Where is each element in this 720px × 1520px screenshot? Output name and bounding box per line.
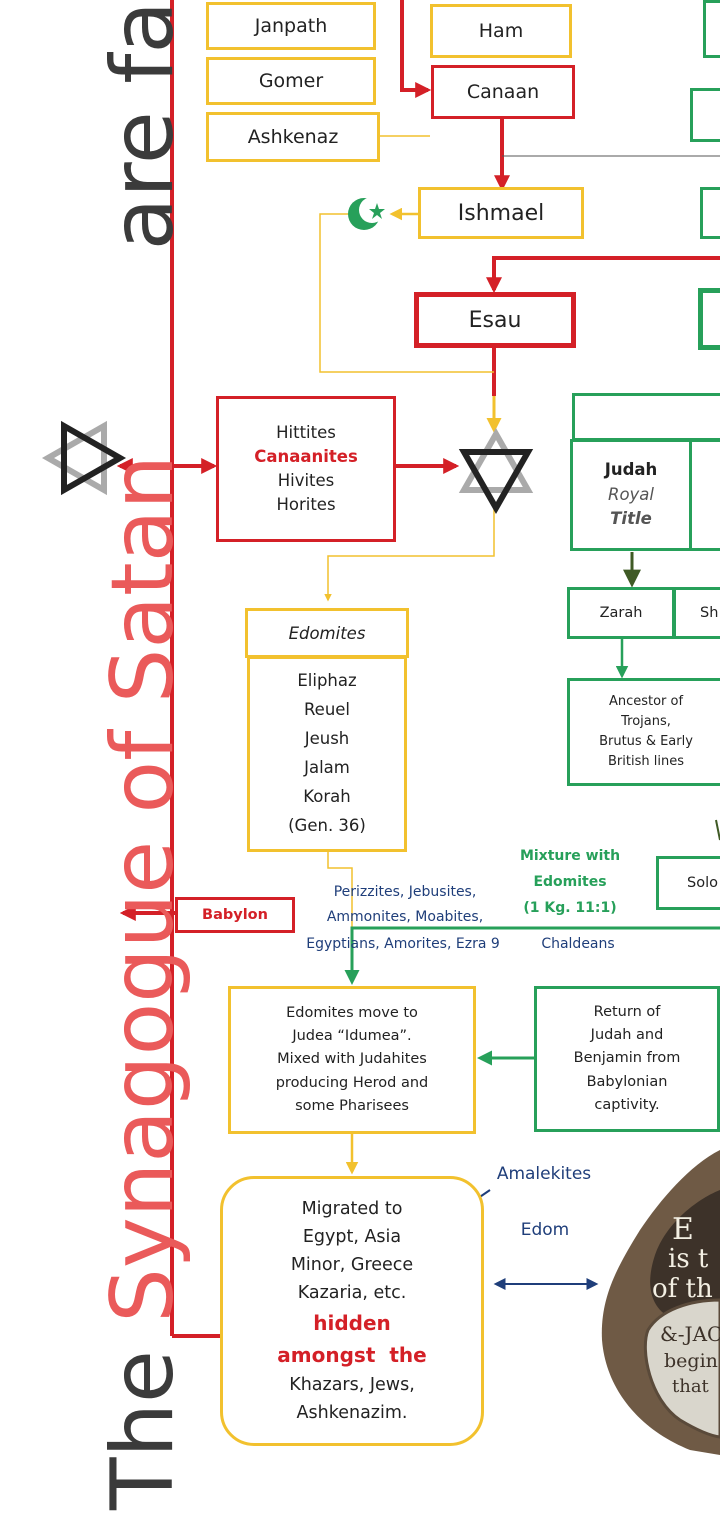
image-text-2: is t [668,1244,720,1274]
peoples-line-2: Ammonites, Moabites, [300,909,510,925]
box-babylon: Babylon [175,897,295,933]
mixture-line-2: Edomites [502,874,638,890]
crescent-star-icon [348,197,385,230]
ancestor-l3: Brutus & Early [599,732,693,752]
chaldeans-label: Chaldeans [530,936,626,952]
box-judah-header [572,393,720,441]
image-text-6: that [672,1376,720,1397]
box-judah: Judah Royal Title [570,439,692,551]
mixture-line-3: (1 Kg. 11:1) [502,900,638,916]
hexagram-icon [464,434,528,508]
edom-label: Edom [510,1220,580,1240]
migrated-hidden: hidden [313,1307,391,1339]
box-solo: Solo [656,856,720,910]
migrated-l7: Khazars, Jews, [289,1371,415,1399]
return-l3: Benjamin from [574,1047,681,1070]
box-migrated: Migrated to Egypt, Asia Minor, Greece Ka… [220,1176,484,1446]
box-sh: Sh [673,587,720,639]
edomites-header-label: Edomites [289,624,366,643]
box-edomites-list: Eliphaz Reuel Jeush Jalam Korah (Gen. 36… [247,656,407,852]
return-l2: Judah and [591,1024,664,1047]
image-text-3: of th [652,1274,720,1304]
image-text-5: begin [664,1350,720,1372]
migrated-l1: Migrated to [302,1195,403,1223]
box-edomites-header: Edomites [245,608,409,658]
ancestor-l4: British lines [608,752,684,772]
box-canaan: Canaan [431,65,575,119]
box-ham-label: Ham [479,20,523,42]
box-gomer: Gomer [206,57,376,105]
box-gomer-label: Gomer [259,70,323,92]
return-l5: captivity. [594,1094,659,1117]
judah-royal: Royal [608,483,654,508]
box-ashkenaz-label: Ashkenaz [248,126,339,148]
left-title: The Synagogue of Satan are false Isr [100,0,186,1510]
box-janpath-label: Janpath [255,15,327,37]
box-ancestor: Ancestor of Trojans, Brutus & Early Brit… [567,678,720,786]
box-janpath: Janpath [206,2,376,50]
edomite-jeush: Jeush [305,725,350,754]
nation-canaanites: Canaanites [254,445,358,469]
idumea-l2: Judea “Idumea”. [292,1025,411,1048]
migrated-l3: Minor, Greece [291,1251,413,1279]
nation-hivites: Hivites [278,469,335,493]
peoples-line-3: Egyptians, Amorites, Ezra 9 [278,936,528,952]
babylon-label: Babylon [202,907,268,923]
box-nations: Hittites Canaanites Hivites Horites [216,396,396,542]
solo-label: Solo [687,875,718,891]
judah-name: Judah [605,458,658,483]
title-part-the: The [93,1350,193,1510]
ancestor-l1: Ancestor of [609,692,683,712]
edomite-korah: Korah [303,783,350,812]
box-judah-next [689,439,720,551]
peoples-line-1: Perizzites, Jebusites, [300,884,510,900]
edomite-gen36: (Gen. 36) [288,812,366,841]
edomite-reuel: Reuel [304,696,350,725]
edomite-eliphaz: Eliphaz [297,667,356,696]
nation-hittites: Hittites [276,421,336,445]
box-canaan-label: Canaan [467,81,539,103]
edomite-jalam: Jalam [304,754,350,783]
return-l4: Babylonian [587,1071,668,1094]
box-ham: Ham [430,4,572,58]
box-idumea: Edomites move to Judea “Idumea”. Mixed w… [228,986,476,1134]
box-green-4 [698,288,720,350]
mixture-line-1: Mixture with [502,848,638,864]
box-green-2 [690,88,720,142]
idumea-l4: producing Herod and [276,1072,429,1095]
box-ashkenaz: Ashkenaz [206,112,380,162]
box-ishmael-label: Ishmael [458,201,544,226]
box-esau: Esau [414,292,576,348]
box-green-1 [703,0,720,58]
image-text-1: E [672,1212,720,1247]
idumea-l3: Mixed with Judahites [277,1048,427,1071]
title-part-false: are false Isr [93,0,193,250]
migrated-l2: Egypt, Asia [303,1223,401,1251]
box-green-3 [700,187,720,239]
migrated-amongst: amongst the [277,1339,426,1371]
return-l1: Return of [594,1001,661,1024]
migrated-l8: Ashkenazim. [297,1399,408,1427]
amalekites-label: Amalekites [484,1164,604,1184]
judah-title: Title [610,507,652,532]
idumea-l5: some Pharisees [295,1095,409,1118]
idumea-l1: Edomites move to [286,1002,418,1025]
sh-label: Sh [700,605,718,621]
migrated-l4: Kazaria, etc. [298,1279,407,1307]
nation-horites: Horites [276,493,335,517]
box-esau-label: Esau [469,308,522,333]
title-part-synagogue: Synagogue of Satan [93,455,193,1323]
ancestor-l2: Trojans, [621,712,671,732]
image-text-4: &-JAC [660,1322,720,1346]
box-zarah: Zarah [567,587,675,639]
zarah-label: Zarah [600,605,643,621]
box-return: Return of Judah and Benjamin from Babylo… [534,986,720,1132]
box-ishmael: Ishmael [418,187,584,239]
